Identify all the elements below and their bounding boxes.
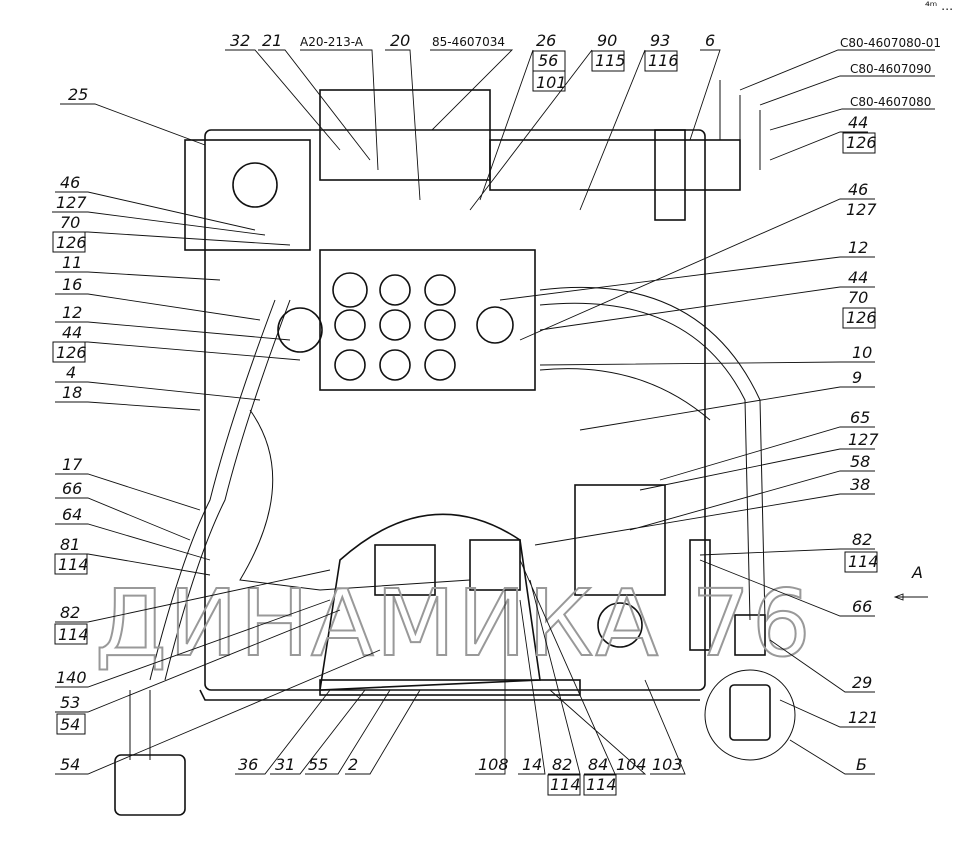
callout-label: 114 <box>58 555 89 574</box>
callout-label: 31 <box>275 755 295 774</box>
callout-label: A20-213-A <box>300 35 364 49</box>
callout-label: 84 <box>588 755 608 774</box>
callout-label: 116 <box>648 51 679 70</box>
callout-label: 20 <box>390 31 410 50</box>
view-marker-b: Б <box>856 755 867 774</box>
callout-label: 82 <box>60 603 80 622</box>
callout-label: 121 <box>848 708 879 727</box>
callout-label: 127 <box>846 200 877 219</box>
callout-label: 126 <box>56 343 87 362</box>
callout-label: 55 <box>308 755 328 774</box>
callout-label: 58 <box>850 452 870 471</box>
callout-label: 126 <box>56 233 87 252</box>
callout-label: 66 <box>852 597 872 616</box>
callout-label: 12 <box>848 238 868 257</box>
callout-label: 16 <box>62 275 82 294</box>
callout-label: 126 <box>846 308 877 327</box>
callout-label: 114 <box>58 625 89 644</box>
callout-label: 17 <box>62 455 83 474</box>
watermark: ДИНАМИКА 76 <box>95 570 813 677</box>
callout-label: 101 <box>536 73 567 92</box>
callout-label: 114 <box>848 552 879 571</box>
callout-label: 6 <box>705 31 715 50</box>
callout-label: 14 <box>522 755 542 774</box>
callout-label: 66 <box>62 479 82 498</box>
callout-label: 82 <box>852 530 872 549</box>
view-marker-a: A <box>911 563 923 582</box>
callout-label: 114 <box>550 775 581 794</box>
callout-label: 18 <box>62 383 82 402</box>
callout-label: 54 <box>60 755 80 774</box>
assembly-body <box>114 80 796 816</box>
callout-label: 44 <box>848 268 868 287</box>
callout-label: 70 <box>60 213 80 232</box>
callout-label: 25 <box>68 85 88 104</box>
callout-label: 9 <box>852 368 862 387</box>
callout-label: 53 <box>60 693 80 712</box>
top-callouts: 32 21 A20-213-A 20 85-4607034 26 56 101 … <box>225 31 721 211</box>
callout-label: 70 <box>848 288 868 307</box>
callout-label: 115 <box>595 51 626 70</box>
callout-label: 10 <box>852 343 872 362</box>
callout-label: 126 <box>846 133 877 152</box>
callout-label: 114 <box>586 775 617 794</box>
callout-label: 127 <box>56 193 87 212</box>
callout-label: 44 <box>62 323 82 342</box>
left-callouts: 25 46 127 70 126 11 16 12 44 126 4 18 17… <box>52 85 381 775</box>
callout-label: 11 <box>62 253 82 272</box>
part-code: C80-4607080 <box>850 95 931 109</box>
callout-label: 127 <box>848 430 879 449</box>
part-code: C80-4607080-01 <box>840 36 941 50</box>
callout-label: 56 <box>538 51 558 70</box>
callout-label: 104 <box>616 755 647 774</box>
part-code: C80-4607090 <box>850 62 931 76</box>
callout-label: 46 <box>848 180 868 199</box>
callout-label: 93 <box>650 31 670 50</box>
callout-label: 81 <box>60 535 80 554</box>
callout-label: 82 <box>552 755 572 774</box>
top-right-callouts: C80-4607080-01 C80-4607090 C80-4607080 <box>739 36 941 161</box>
bottom-callouts: 36 31 55 2 108 14 82 114 84 114 104 103 <box>235 559 686 796</box>
callout-label: 4 <box>66 363 76 382</box>
callout-label: 21 <box>262 31 282 50</box>
callout-label: 32 <box>230 31 250 50</box>
callout-label: 64 <box>62 505 82 524</box>
callout-label: 36 <box>238 755 258 774</box>
callout-label: 2 <box>348 755 358 774</box>
callout-label: 90 <box>597 31 617 50</box>
callout-label: 12 <box>62 303 82 322</box>
callout-label: 38 <box>850 475 870 494</box>
right-callouts: 44 126 46 127 12 44 70 126 10 9 65 127 5… <box>499 113 928 775</box>
callout-label: 46 <box>60 173 80 192</box>
callout-label: 108 <box>478 755 509 774</box>
callout-label: 44 <box>848 113 868 132</box>
callout-label: 103 <box>652 755 683 774</box>
callout-label: 65 <box>850 408 870 427</box>
corner-mark: ⁴ᵐ … <box>925 0 953 13</box>
callout-label: 140 <box>56 668 87 687</box>
callout-label: 29 <box>852 673 872 692</box>
callout-label: 85-4607034 <box>432 35 505 49</box>
callout-label: 26 <box>536 31 556 50</box>
callout-label: 54 <box>60 715 80 734</box>
